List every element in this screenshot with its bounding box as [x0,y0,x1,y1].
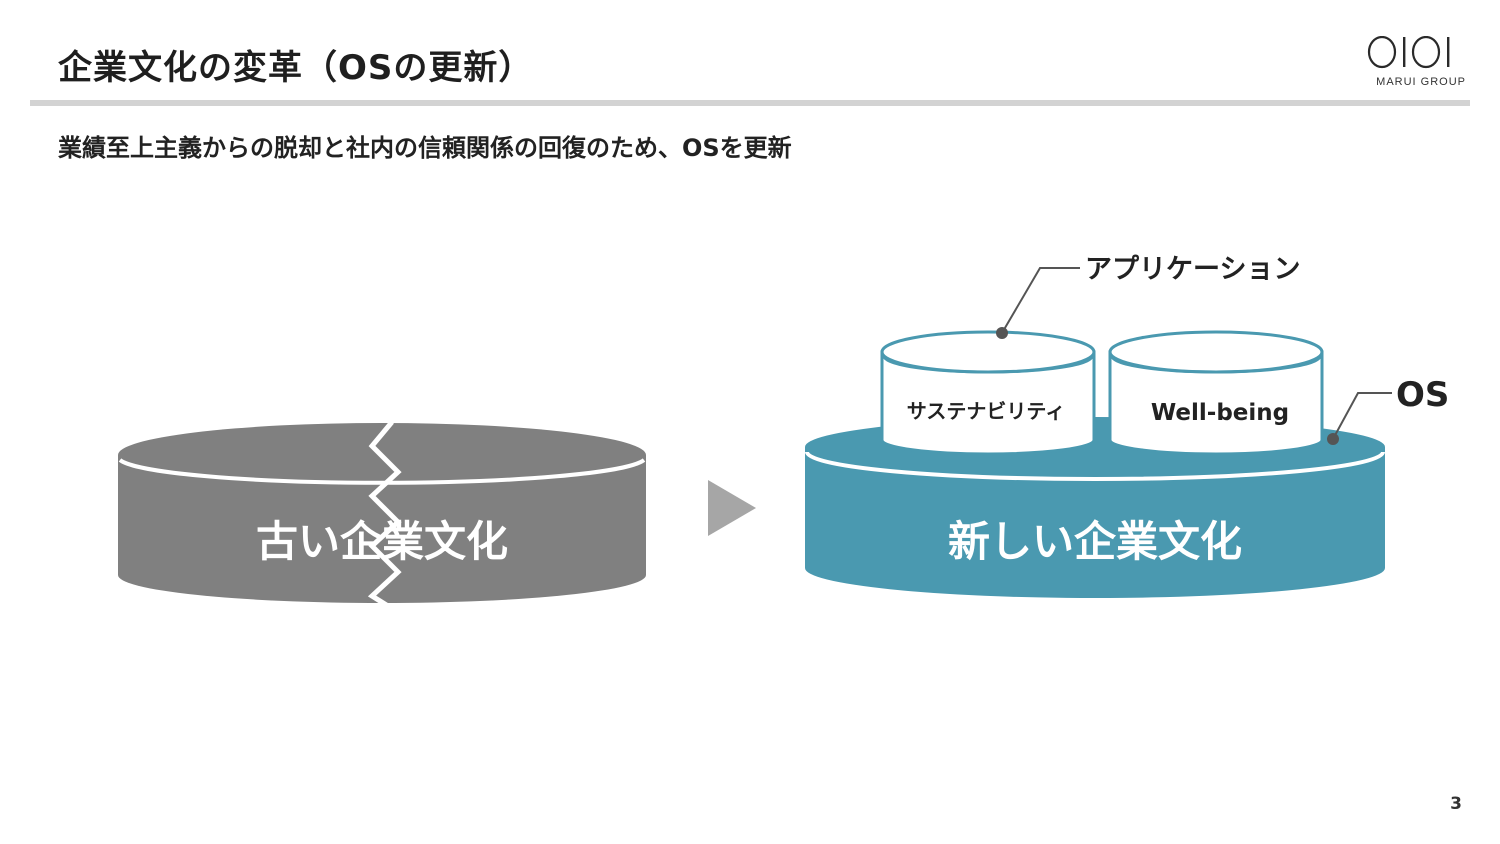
old-culture-cylinder [118,420,646,609]
header-divider [30,100,1470,106]
subtitle: 業績至上主義からの脱却と社内の信頼関係の回復のため、OSを更新 [58,134,792,162]
app-label-sustainability: サステナビリティ [907,399,1065,423]
marui-group-logo: MARUI GROUP [1366,36,1466,90]
page-number: 3 [1450,794,1462,814]
applications-label: アプリケーション [1085,254,1300,285]
os-callout [1327,392,1392,445]
app-cylinder-wellbeing [1108,330,1324,456]
crack-line [367,420,402,609]
oioi-logo-icon [1367,36,1450,69]
os-label: OS [1396,375,1449,415]
app-label-wellbeing: Well-being [1151,400,1289,426]
arrow-right-icon [708,480,756,536]
old-culture-label: 古い企業文化 [256,517,508,566]
page-title: 企業文化の変革（OSの更新） [58,48,534,88]
applications-callout [996,267,1080,339]
app-cylinder-sustainability [880,330,1096,456]
new-culture-label: 新しい企業文化 [948,517,1242,566]
logo-wordmark: MARUI GROUP [1376,76,1466,88]
